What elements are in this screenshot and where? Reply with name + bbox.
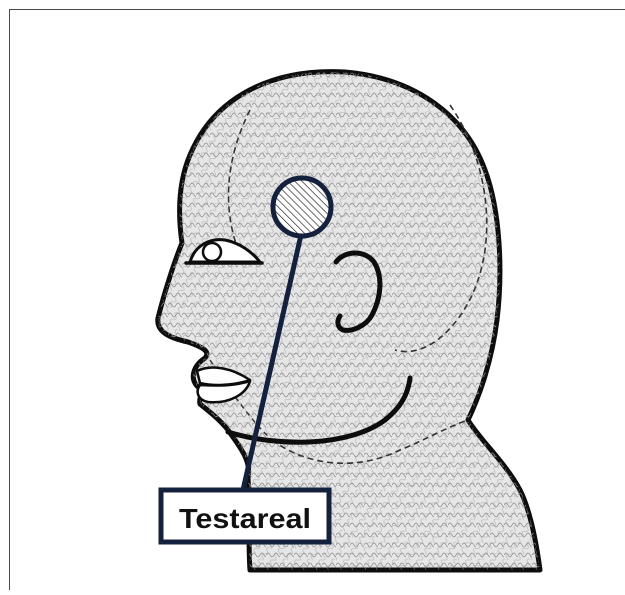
frame-top-border bbox=[9, 9, 625, 10]
frame-left-border bbox=[9, 9, 10, 590]
test-area-marker bbox=[273, 178, 331, 236]
label-text: Testareal bbox=[179, 503, 311, 534]
label-box: Testareal bbox=[161, 490, 329, 542]
